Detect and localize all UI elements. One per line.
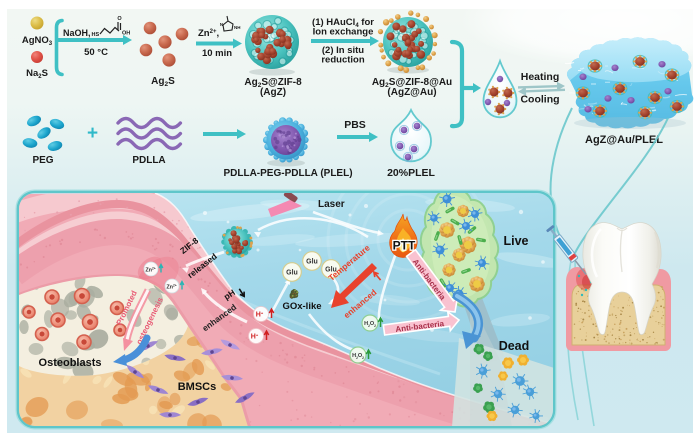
svg-text:O: O — [117, 16, 122, 22]
svg-text:H2O2: H2O2 — [364, 321, 376, 328]
svg-text:Zn2+: Zn2+ — [145, 267, 156, 274]
svg-text:(AgZ@Au): (AgZ@Au) — [387, 87, 436, 98]
svg-text:Ag2S: Ag2S — [151, 76, 175, 88]
svg-text:Ag2S@ZIF-8@Au: Ag2S@ZIF-8@Au — [372, 77, 452, 89]
svg-text:PBS: PBS — [344, 119, 366, 131]
svg-text:Laser: Laser — [318, 199, 345, 210]
svg-text:PEG: PEG — [32, 155, 53, 166]
svg-text:Glu: Glu — [325, 267, 337, 274]
svg-text:+: + — [87, 123, 98, 144]
svg-text:N: N — [220, 22, 223, 27]
svg-text:(2) In situ: (2) In situ — [322, 45, 364, 56]
svg-text:HS: HS — [92, 32, 100, 38]
svg-text:Zn2+: Zn2+ — [166, 284, 177, 291]
svg-text:Glu: Glu — [306, 259, 318, 266]
svg-text:NH: NH — [234, 25, 241, 30]
svg-text:20%PLEL: 20%PLEL — [387, 167, 435, 179]
svg-text:Live: Live — [503, 234, 528, 248]
svg-text:PTT: PTT — [393, 239, 416, 253]
svg-text:Dead: Dead — [499, 339, 530, 353]
svg-text:H+: H+ — [256, 311, 264, 319]
svg-text:GOx-like: GOx-like — [282, 301, 321, 312]
svg-text:Cooling: Cooling — [520, 94, 559, 106]
svg-text:50 °C: 50 °C — [84, 47, 108, 58]
svg-text:AgZ@Au/PLEL: AgZ@Au/PLEL — [585, 134, 663, 146]
svg-text:10 min: 10 min — [202, 48, 232, 59]
svg-text:Osteoblasts: Osteoblasts — [39, 357, 102, 369]
svg-text:Zn2+,: Zn2+, — [198, 28, 219, 39]
svg-text:BMSCs: BMSCs — [178, 381, 217, 393]
svg-text:Heating: Heating — [521, 71, 560, 83]
svg-text:(AgZ): (AgZ) — [260, 87, 286, 98]
svg-text:H2O2: H2O2 — [352, 353, 364, 360]
svg-text:Glu: Glu — [286, 270, 298, 277]
svg-text:reduction: reduction — [321, 55, 364, 66]
svg-text:OH: OH — [122, 31, 130, 37]
svg-text:H+: H+ — [251, 333, 259, 341]
svg-text:NaOH,: NaOH, — [63, 28, 91, 38]
svg-text:Na2S: Na2S — [26, 68, 48, 80]
svg-text:PTT: PTT — [393, 239, 416, 253]
svg-text:Ion exchange: Ion exchange — [313, 27, 374, 38]
svg-text:AgNO3: AgNO3 — [22, 35, 53, 47]
svg-text:PDLLA: PDLLA — [132, 155, 165, 166]
svg-text:PDLLA-PEG-PDLLA (PLEL): PDLLA-PEG-PDLLA (PLEL) — [223, 168, 352, 179]
svg-text:(1) HAuCl4 for: (1) HAuCl4 for — [312, 17, 374, 29]
